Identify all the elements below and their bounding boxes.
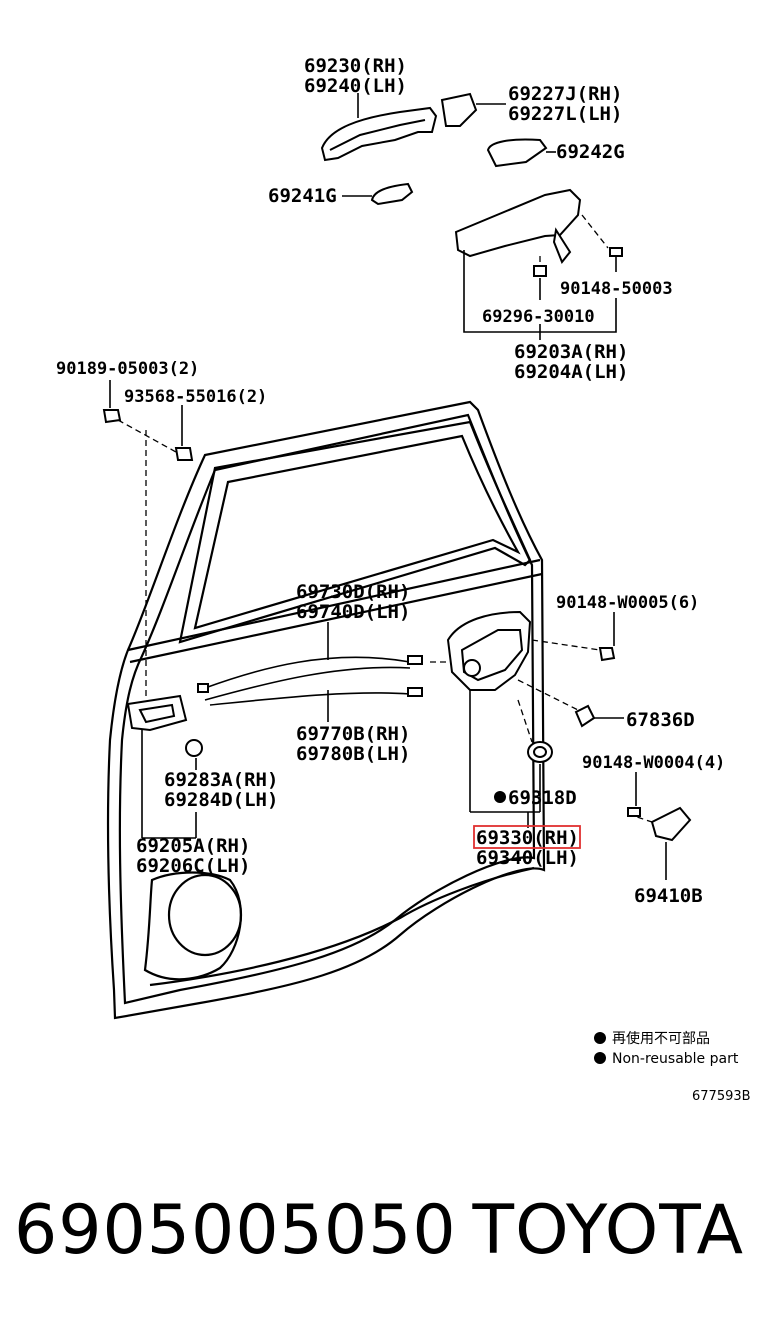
door-lock-assembly <box>430 610 601 828</box>
label-knob-rh: 69283A(RH) <box>164 769 278 791</box>
label-frame-rh: 69203A(RH) <box>514 341 628 363</box>
label-cover-lh: 69227L(LH) <box>508 103 622 125</box>
part-labels: 69230(RH) 69240(LH) 69227J(RH) 69227L(LH… <box>56 55 725 907</box>
label-outer-handle-rh: 69230(RH) <box>304 55 407 77</box>
label-lock-lh: 69340(LH) <box>476 847 579 869</box>
legend-non-reusable-cn: 再使用不可部品 <box>612 1030 710 1047</box>
inside-door-handle <box>126 694 197 839</box>
label-clip-90189: 90189-05003(2) <box>56 359 199 379</box>
label-outer-handle-lh: 69240(LH) <box>304 75 407 97</box>
seal-ring <box>494 741 553 812</box>
label-screw-90148-w0005: 90148-W0005(6) <box>556 593 699 613</box>
label-seal-69318d: 69318D <box>508 787 577 809</box>
control-cables <box>197 622 423 722</box>
outside-handle-frame <box>454 188 623 340</box>
door-striker <box>627 772 692 880</box>
label-screw-93568: 93568-55016(2) <box>124 387 267 407</box>
non-reusable-dot-icon <box>594 1032 606 1044</box>
label-knob-lh: 69284D(LH) <box>164 789 278 811</box>
label-inner-handle-lh: 69206C(LH) <box>136 855 250 877</box>
part-number: 6905005050 <box>14 1191 457 1270</box>
handle-pad-69241g <box>342 182 414 206</box>
lock-knob <box>185 739 203 770</box>
label-grommet-67836d: 67836D <box>626 709 695 731</box>
clip-and-screw <box>102 380 194 700</box>
handle-pad-69242g <box>486 138 556 168</box>
outer-door-handle <box>320 93 438 162</box>
handle-cover <box>440 92 506 127</box>
non-reusable-dot-icon <box>594 1052 606 1064</box>
label-cover-rh: 69227J(RH) <box>508 83 622 105</box>
label-cable-lh: 69740D(LH) <box>296 601 410 623</box>
lock-screw <box>598 612 616 662</box>
label-cable-rh: 69730D(RH) <box>296 581 410 603</box>
label-cable2-lh: 69780B(LH) <box>296 743 410 765</box>
highlight-box <box>473 825 581 849</box>
label-inner-handle-rh: 69205A(RH) <box>136 835 250 857</box>
label-striker-69410b: 69410B <box>634 885 703 907</box>
legend: 再使用不可部品 Non-reusable part 677593B <box>594 1030 751 1104</box>
label-screw-90148-w0004: 90148-W0004(4) <box>582 753 725 773</box>
label-lock-rh: 69330(RH) <box>476 827 579 849</box>
footer: 6905005050 TOYOTA <box>0 1185 760 1285</box>
label-cable2-rh: 69770B(RH) <box>296 723 410 745</box>
grommet <box>574 704 624 728</box>
legend-non-reusable-en: Non-reusable part <box>612 1051 739 1067</box>
label-pad-69242g: 69242G <box>556 141 625 163</box>
label-pad-69241g: 69241G <box>268 185 337 207</box>
brand-name: TOYOTA <box>472 1191 744 1270</box>
diagram-reference: 677593B <box>692 1089 751 1104</box>
label-frame-lh: 69204A(LH) <box>514 361 628 383</box>
label-screw-90148-50003: 90148-50003 <box>560 279 673 299</box>
label-bolt-69296: 69296-30010 <box>482 307 595 327</box>
rear-door-panel <box>106 400 546 1020</box>
